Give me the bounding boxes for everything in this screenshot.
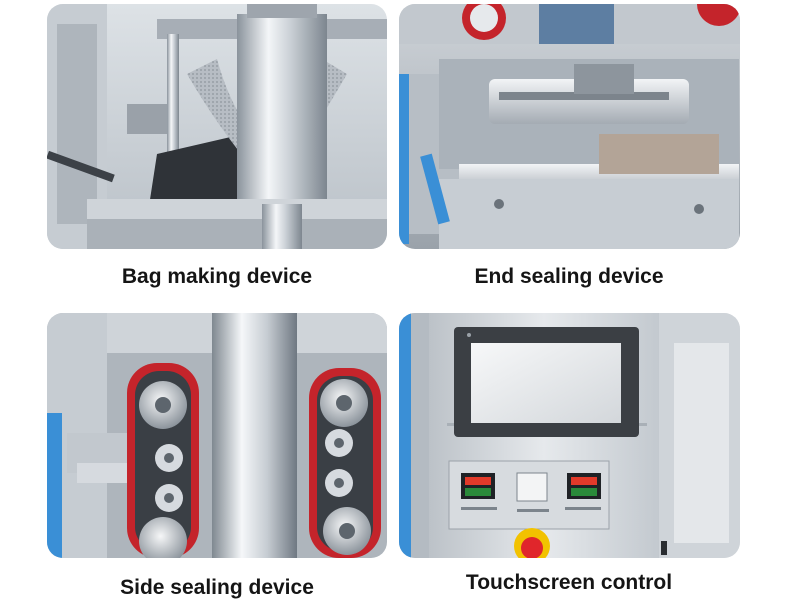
end-sealing-device-photo bbox=[399, 4, 740, 249]
panel-caption: End sealing device bbox=[474, 265, 664, 288]
side-sealing-device-photo bbox=[47, 313, 387, 558]
emergency-stop-icon bbox=[514, 528, 550, 558]
panel-caption: Bag making device bbox=[121, 265, 313, 288]
panel-caption: Touchscreen control bbox=[465, 571, 673, 594]
bag-making-device-photo bbox=[47, 4, 387, 249]
panel-caption: Side sealing device bbox=[120, 576, 314, 599]
touchscreen-control-photo bbox=[399, 313, 740, 558]
